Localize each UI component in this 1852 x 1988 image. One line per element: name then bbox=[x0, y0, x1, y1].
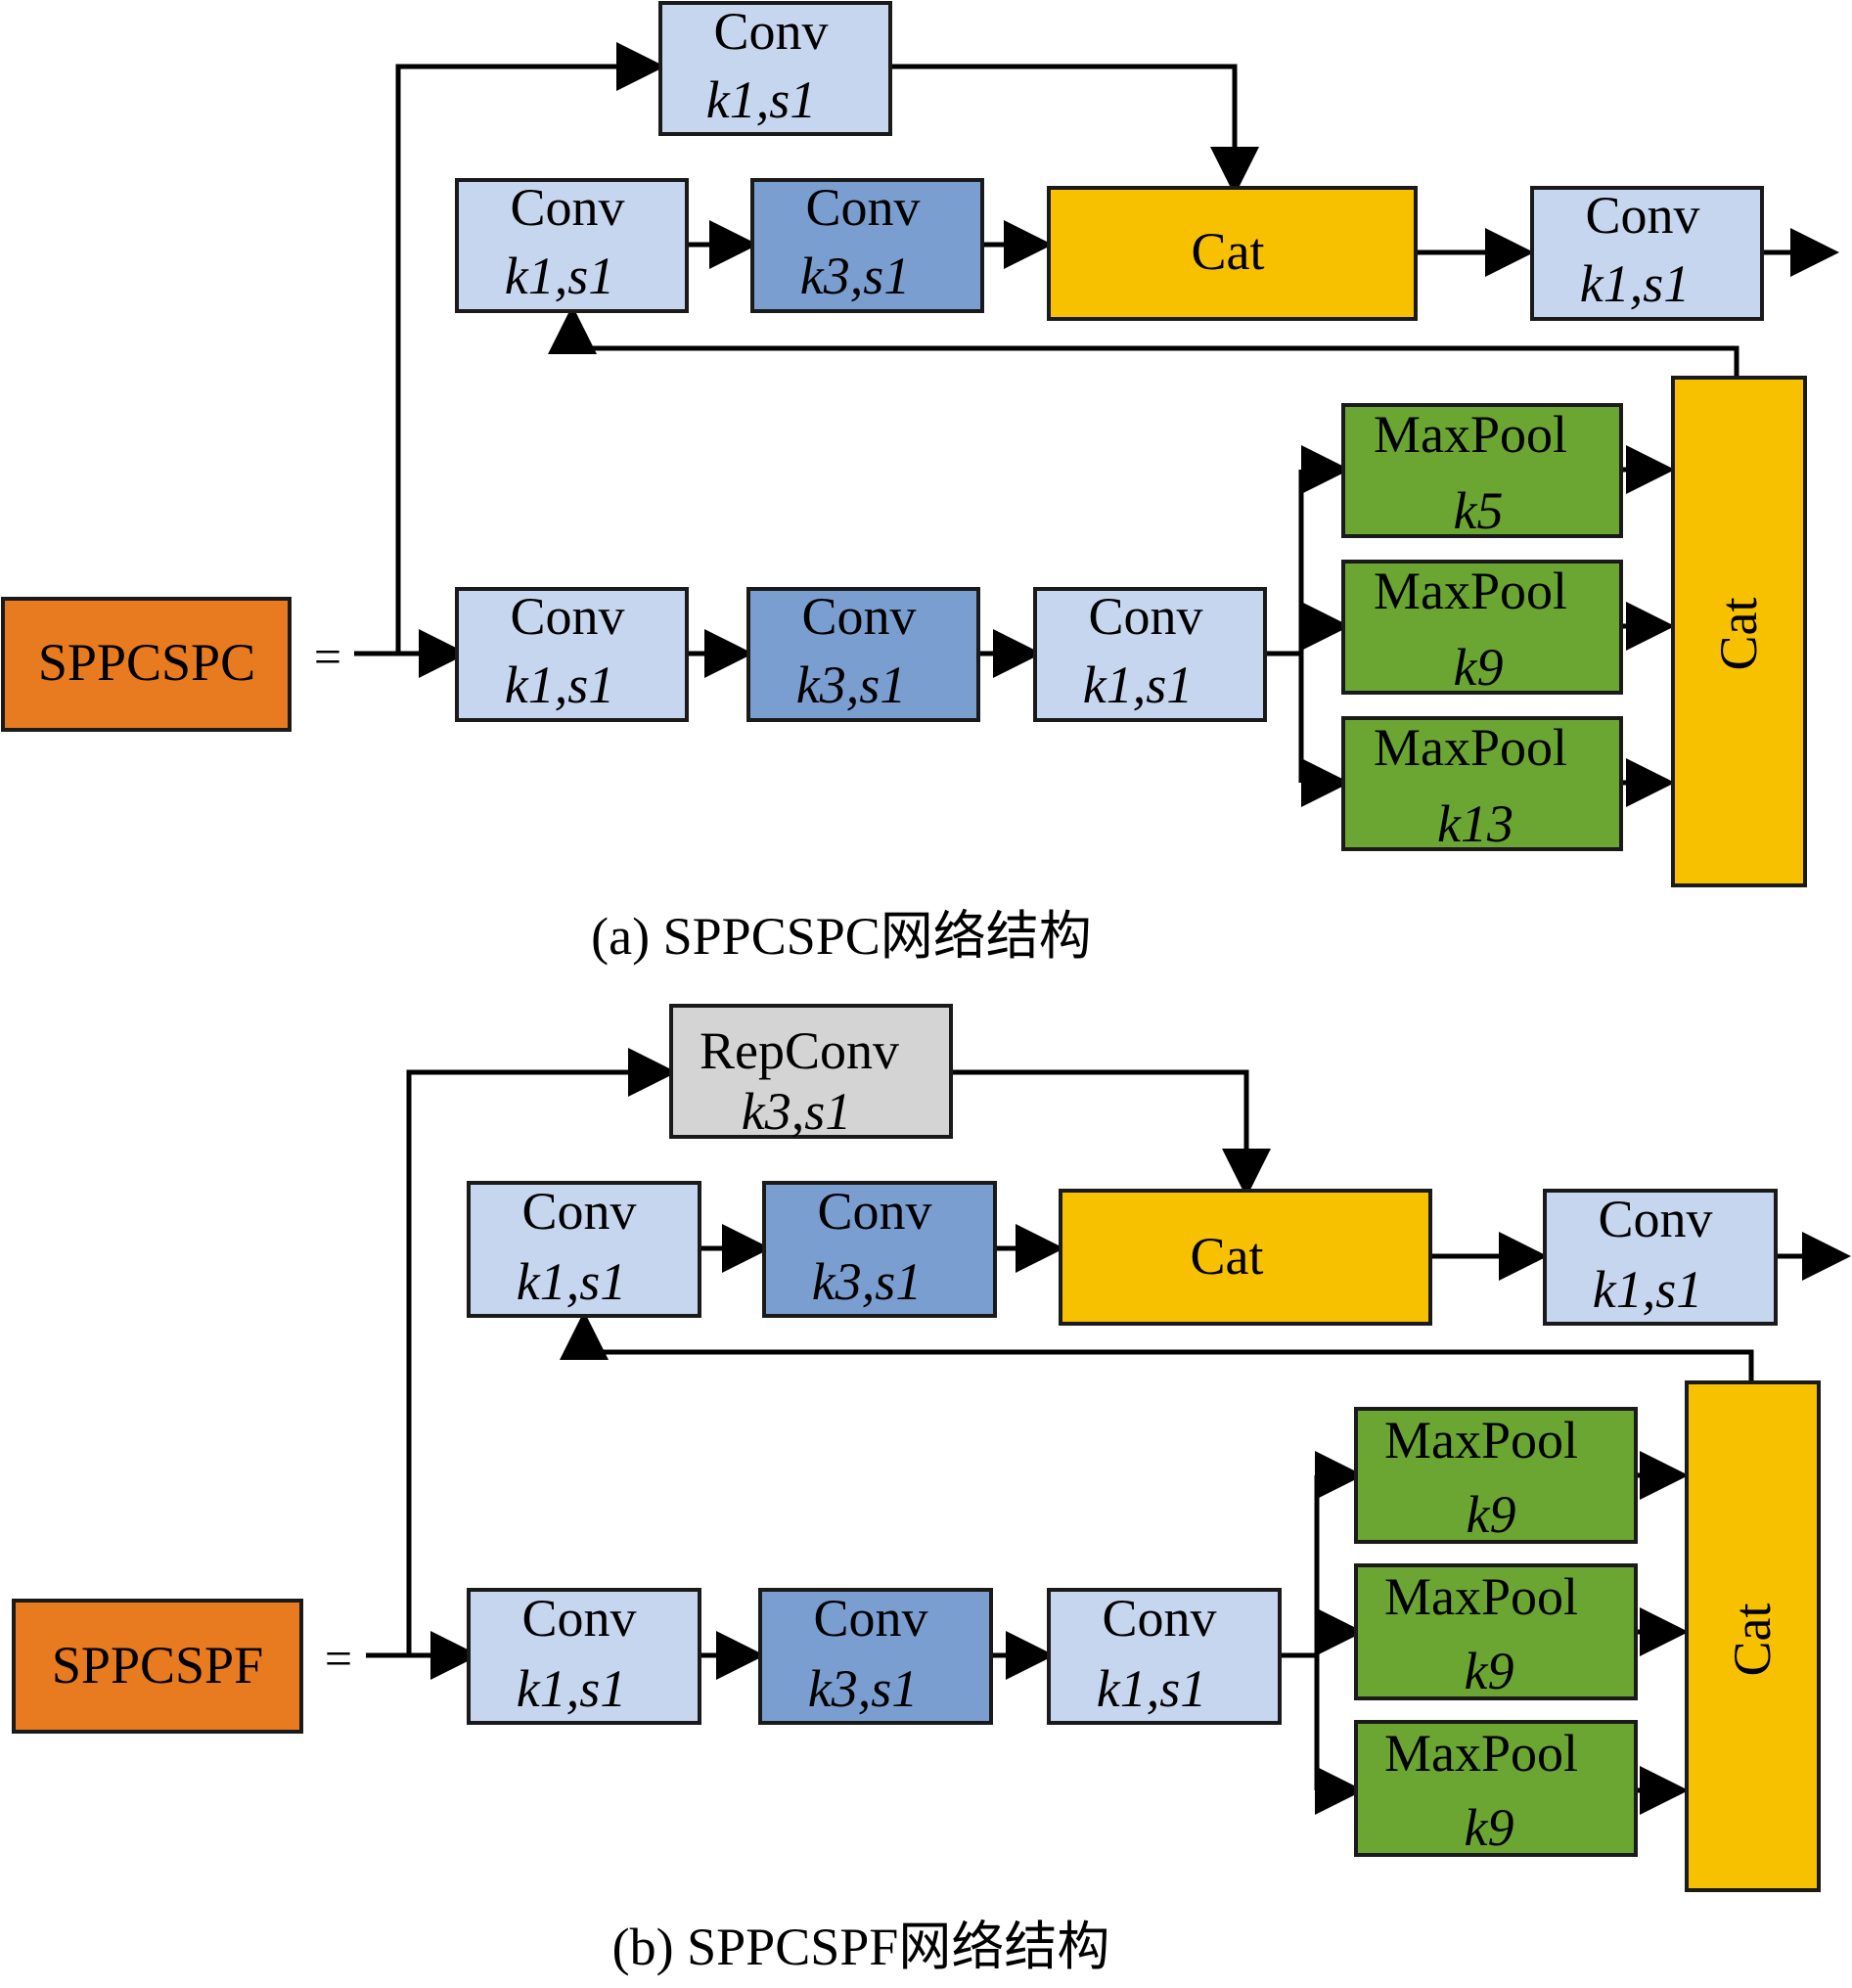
top-conv-a-params: k1,s1 bbox=[706, 70, 816, 129]
maxpool-1-a-params: k5 bbox=[1454, 481, 1504, 540]
conv-r1-4-b bbox=[1543, 1189, 1778, 1326]
top-conv-a-title: Conv bbox=[713, 2, 828, 61]
diagram-a-connectors bbox=[354, 42, 1839, 807]
conv-r1-2-a bbox=[750, 178, 984, 313]
conv-r1-1-b bbox=[467, 1181, 701, 1318]
equals-sign-a: = bbox=[314, 629, 341, 684]
sppcspf-box bbox=[12, 1599, 303, 1734]
diagram-a: SPPCSPC = Conv k1,s1 Conv k1,s1 Conv k3,… bbox=[1, 1, 1839, 966]
conv-r2-2-a bbox=[746, 587, 980, 722]
conv-r2-1-a-title: Conv bbox=[510, 587, 624, 646]
arrow-feedback-b bbox=[560, 1311, 1754, 1381]
conv-r1-1-b-params: k1,s1 bbox=[517, 1252, 626, 1311]
maxpool-3-b-title: MaxPool bbox=[1384, 1724, 1578, 1783]
top-conv-a bbox=[658, 1, 892, 136]
conv-r1-2-b-title: Conv bbox=[817, 1182, 931, 1241]
conv-r2-2-b bbox=[758, 1588, 993, 1725]
caption-a: (a) SPPCSPC网络结构 bbox=[591, 907, 1092, 966]
caption-b: (b) SPPCSPF网络结构 bbox=[612, 1918, 1110, 1976]
repconv-b-title: RepConv bbox=[700, 1021, 899, 1080]
equals-sign-b: = bbox=[325, 1631, 352, 1686]
conv-r1-2-a-title: Conv bbox=[805, 178, 920, 237]
conv-r1-4-a-params: k1,s1 bbox=[1580, 254, 1690, 313]
conv-r2-2-a-title: Conv bbox=[801, 587, 916, 646]
repconv-b bbox=[669, 1004, 953, 1139]
cat-r1-b bbox=[1059, 1189, 1432, 1326]
conv-r1-1-a-title: Conv bbox=[510, 178, 624, 237]
conv-r1-1-b-title: Conv bbox=[521, 1182, 636, 1241]
maxpool-1-a-title: MaxPool bbox=[1374, 405, 1567, 464]
diagram-b-connectors bbox=[366, 1048, 1851, 1815]
conv-r2-3-b-params: k1,s1 bbox=[1097, 1659, 1206, 1718]
conv-r2-1-a-params: k1,s1 bbox=[505, 655, 614, 714]
maxpool-2-a-params: k9 bbox=[1454, 638, 1504, 697]
maxpool-2-a bbox=[1341, 560, 1623, 695]
arrow-to-top-conv-b bbox=[406, 1048, 677, 1655]
sppcspc-label: SPPCSPC bbox=[38, 633, 255, 692]
conv-r2-1-b-title: Conv bbox=[521, 1589, 636, 1648]
sppcspc-box bbox=[1, 597, 292, 732]
conv-r2-1-b bbox=[467, 1588, 701, 1725]
maxpool-1-b-params: k9 bbox=[1467, 1485, 1516, 1544]
conv-r2-3-a-params: k1,s1 bbox=[1083, 655, 1193, 714]
arrow-feedback-a bbox=[548, 305, 1739, 377]
conv-r1-1-a bbox=[455, 178, 689, 313]
conv-r1-4-a bbox=[1530, 186, 1764, 321]
conv-r1-4-b-params: k1,s1 bbox=[1593, 1260, 1702, 1319]
conv-r2-3-a bbox=[1033, 587, 1267, 722]
maxpool-3-b-params: k9 bbox=[1465, 1798, 1514, 1857]
maxpool-3-b bbox=[1354, 1720, 1638, 1857]
arrow-top-conv-to-cat-b bbox=[951, 1069, 1271, 1197]
conv-r2-2-b-params: k3,s1 bbox=[808, 1659, 918, 1718]
arrow-top-conv-to-cat-a bbox=[890, 64, 1259, 196]
conv-r2-3-b bbox=[1047, 1588, 1282, 1725]
conv-r2-2-a-params: k3,s1 bbox=[796, 655, 906, 714]
sppcspf-label: SPPCSPF bbox=[52, 1636, 263, 1694]
maxpool-3-a bbox=[1341, 716, 1623, 851]
maxpool-2-a-title: MaxPool bbox=[1374, 562, 1567, 620]
maxpool-1-a bbox=[1341, 403, 1623, 538]
conv-r2-1-b-params: k1,s1 bbox=[517, 1659, 626, 1718]
conv-r1-1-a-params: k1,s1 bbox=[505, 247, 614, 305]
cat-r1-a-label: Cat bbox=[1192, 222, 1265, 281]
cat-vertical-b-label: Cat bbox=[1723, 1604, 1782, 1677]
repconv-b-params: k3,s1 bbox=[742, 1082, 851, 1141]
cat-vertical-b bbox=[1685, 1380, 1821, 1892]
maxpool-1-b-title: MaxPool bbox=[1384, 1411, 1578, 1469]
cat-r1-b-label: Cat bbox=[1191, 1227, 1264, 1286]
maxpool-3-a-params: k13 bbox=[1437, 794, 1513, 853]
cat-vertical-a-label: Cat bbox=[1709, 598, 1768, 671]
diagram-b: SPPCSPF = RepConv k3,s1 Conv k1,s1 Conv … bbox=[12, 1004, 1851, 1976]
maxpool-3-a-title: MaxPool bbox=[1374, 718, 1567, 777]
conv-r2-3-a-title: Conv bbox=[1088, 587, 1202, 646]
maxpool-1-b bbox=[1354, 1407, 1638, 1544]
maxpool-2-b-title: MaxPool bbox=[1384, 1567, 1578, 1626]
conv-r1-4-b-title: Conv bbox=[1598, 1190, 1712, 1248]
cat-vertical-a bbox=[1671, 376, 1807, 887]
conv-r2-1-a bbox=[455, 587, 689, 722]
conv-r2-3-b-title: Conv bbox=[1102, 1589, 1216, 1648]
arrow-to-top-conv-a bbox=[395, 42, 665, 654]
conv-r1-2-b bbox=[762, 1181, 997, 1318]
cat-r1-a bbox=[1047, 186, 1418, 321]
conv-r2-2-b-title: Conv bbox=[813, 1589, 927, 1648]
maxpool-2-b bbox=[1354, 1563, 1638, 1700]
conv-r1-2-a-params: k3,s1 bbox=[800, 247, 910, 305]
conv-r1-2-b-params: k3,s1 bbox=[812, 1252, 922, 1311]
maxpool-2-b-params: k9 bbox=[1465, 1642, 1514, 1700]
conv-r1-4-a-title: Conv bbox=[1585, 186, 1699, 245]
